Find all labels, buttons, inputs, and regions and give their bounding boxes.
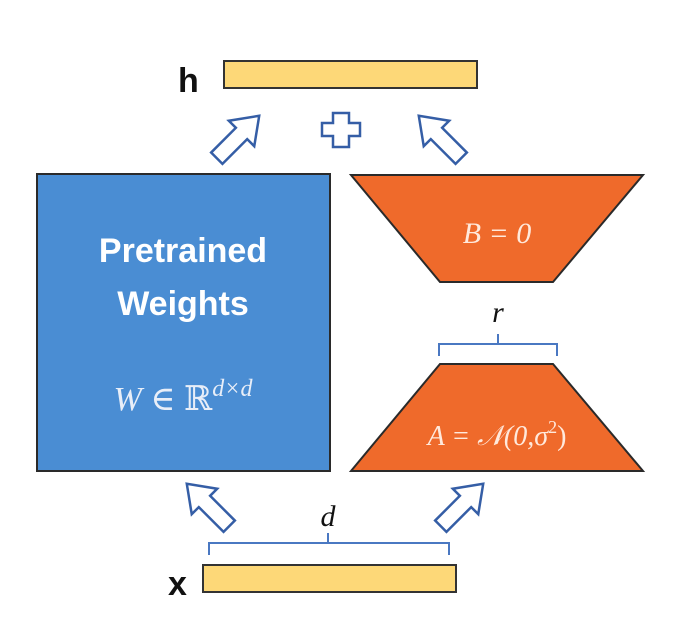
arrow-pretrained-to-output: [209, 114, 261, 166]
rank-label: r: [492, 296, 504, 329]
matrix-b-block: [348, 174, 646, 283]
formula-w: W: [114, 381, 145, 418]
matrix-a-label: A = 𝒩(0,σ2): [426, 417, 567, 452]
pretrained-title-line1: Pretrained: [99, 232, 267, 270]
formula-in: ∈ ℝ: [142, 381, 213, 418]
input-label: x: [168, 565, 187, 603]
matrix-b-label: B = 0: [463, 217, 532, 250]
input-vector: [202, 564, 457, 593]
matrix-a-label-end: ): [557, 421, 566, 452]
rank-bracket: [438, 334, 558, 356]
arrow-b-to-output: [417, 114, 469, 166]
dimension-label: d: [321, 500, 337, 533]
pretrained-weights-block: [36, 173, 331, 472]
output-vector: [223, 60, 478, 89]
pretrained-formula: W ∈ ℝd×d: [114, 376, 254, 418]
output-label: h: [178, 62, 199, 100]
formula-superscript: d×d: [212, 376, 253, 402]
matrix-a-label-main: A = 𝒩(0,σ: [426, 421, 550, 452]
plus-icon: [320, 111, 362, 149]
matrix-a-label-sup: 2: [548, 417, 557, 437]
matrix-a-block: [348, 363, 646, 472]
dimension-bracket: [208, 533, 450, 555]
pretrained-title-line2: Weights: [117, 285, 249, 323]
arrow-input-to-pretrained: [185, 482, 237, 534]
arrow-input-to-a: [433, 482, 485, 534]
